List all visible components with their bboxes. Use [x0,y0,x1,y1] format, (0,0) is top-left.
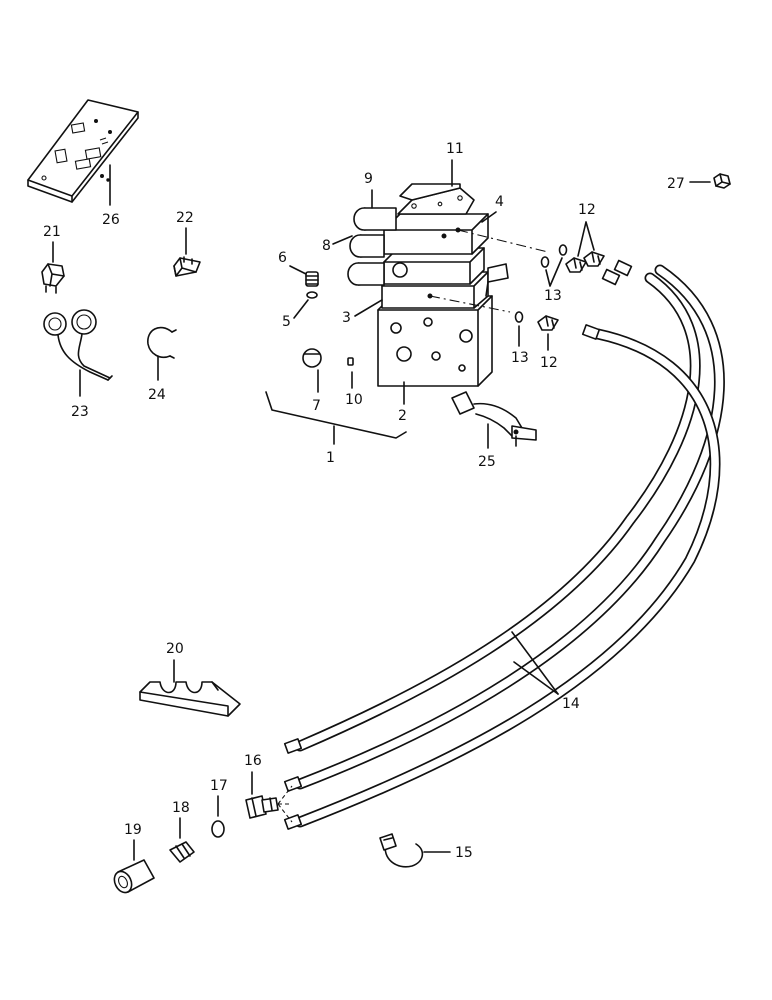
callout-20: 20 [166,641,184,657]
callout-18: 18 [172,800,190,816]
callout-6: 6 [278,250,287,266]
callout-23: 23 [71,404,89,420]
o-ring-5 [306,291,318,299]
leader-8 [332,235,353,245]
callout-16: 16 [244,753,262,769]
o-ring-13-upper-a [540,256,550,268]
pin-10 [347,357,354,366]
snap-ring-24 [147,326,177,359]
callout-1: 1 [326,450,335,466]
dust-cap-19 [113,859,155,894]
callout-17: 17 [210,778,228,794]
bracket-1 [265,391,407,439]
leader-6 [289,265,307,275]
callout-15: 15 [455,845,473,861]
connection-line-16 [277,785,293,823]
callout-13-upper: 13 [544,288,562,304]
callout-8: 8 [322,238,331,254]
callout-3: 3 [342,310,351,326]
callout-24: 24 [148,387,166,403]
callout-21: 21 [43,224,61,240]
o-ring-13-lower [514,311,524,323]
leader-12-upper [577,221,595,257]
hose-clamp-15 [379,833,424,868]
rocker-switch-21 [41,263,65,294]
callout-14: 14 [562,696,580,712]
leader-14a [511,631,559,695]
wiring-harness-23 [43,309,113,381]
nut-27 [713,173,731,189]
fitting-12-upper-b [583,251,605,267]
leader-5 [293,299,309,319]
callout-10: 10 [345,392,363,408]
callout-12-upper: 12 [578,202,596,218]
callout-26: 26 [102,212,120,228]
callout-25: 25 [478,454,496,470]
cap-7 [302,348,322,368]
hose-bracket-20 [139,681,241,717]
hydraulic-hoses-14 [283,259,725,830]
callout-5: 5 [282,314,291,330]
leader-3 [354,299,383,317]
callout-11: 11 [446,141,464,157]
control-plate-26 [27,99,139,203]
o-ring-13-upper-b [558,244,568,256]
callout-7: 7 [312,398,321,414]
callout-4: 4 [495,194,504,210]
alignment-line-upper [457,229,549,253]
leader-14b [513,661,559,695]
fitting-12-upper-a [565,257,587,273]
o-ring-17 [211,820,225,838]
alignment-line-lower [429,295,511,313]
callout-27: 27 [667,176,685,192]
callout-19: 19 [124,822,142,838]
leader-4 [481,211,497,223]
relay-22 [173,256,201,277]
coupler-16 [245,795,279,819]
leader-13-upper [545,257,563,287]
callout-22: 22 [176,210,194,226]
control-valve-block-2 [347,183,509,387]
plug-6 [305,271,319,287]
callout-2: 2 [398,408,407,424]
callout-12-lower: 12 [540,355,558,371]
callout-13-lower: 13 [511,350,529,366]
callout-9: 9 [364,171,373,187]
adapter-18 [169,841,195,863]
adapter-fitting-25 [451,391,537,447]
fitting-12-lower [537,315,559,331]
